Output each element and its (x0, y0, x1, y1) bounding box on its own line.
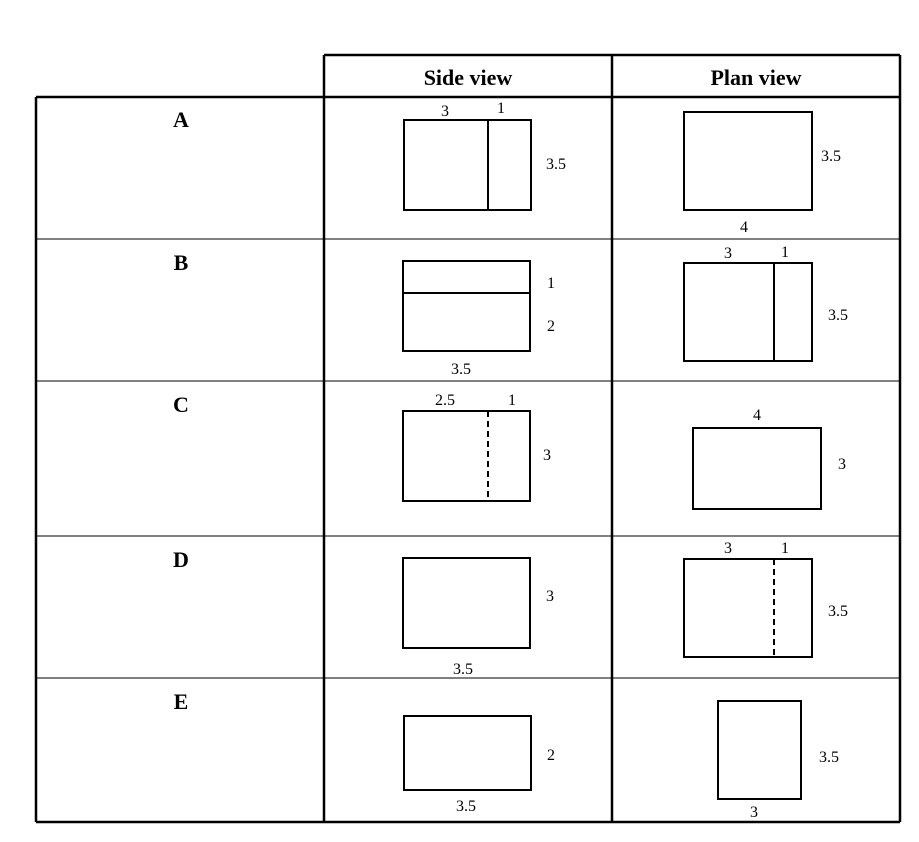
side-view-box (402, 410, 531, 502)
row-a-plan-view (683, 111, 813, 211)
plan-view-header: Plan view (710, 65, 801, 90)
row-label-b: B (174, 250, 189, 275)
side-view-box (402, 260, 531, 352)
dim-label: 2.5 (435, 392, 455, 409)
dim-label: 3 (724, 245, 732, 262)
row-label-d: D (173, 547, 189, 572)
row-b-side-view (402, 260, 531, 352)
side-view-box (403, 715, 532, 791)
row-c-side-view (402, 410, 531, 502)
row-d-plan-view (683, 558, 813, 658)
dim-label: 3.5 (828, 307, 848, 324)
plan-view-box (717, 700, 802, 800)
row-label-a: A (173, 107, 189, 132)
dim-label: 3.5 (828, 603, 848, 620)
dim-label: 3 (441, 103, 449, 120)
row-label-c: C (173, 392, 189, 417)
dim-label: 3 (724, 540, 732, 557)
dim-label: 2 (547, 318, 555, 335)
side-view-box (403, 119, 532, 211)
plan-view-box (683, 111, 813, 211)
row-a-side-view (403, 119, 532, 211)
row-e-side-view (403, 715, 532, 791)
dim-label: 3 (546, 588, 554, 605)
side-view-box (402, 557, 531, 649)
row-e-plan-view (717, 700, 802, 800)
dim-label: 1 (508, 392, 516, 409)
dim-label: 4 (740, 219, 748, 236)
side-view-header: Side view (424, 65, 513, 90)
row-d-side-view (402, 557, 531, 649)
dim-label: 4 (753, 407, 761, 424)
dim-label: 3.5 (546, 156, 566, 173)
dim-label: 2 (547, 747, 555, 764)
dim-label: 3.5 (819, 749, 839, 766)
plan-view-box (683, 262, 813, 362)
dim-label: 3.5 (456, 798, 476, 815)
dim-label: 3 (543, 447, 551, 464)
dim-label: 3 (838, 456, 846, 473)
dim-label: 1 (781, 244, 789, 261)
dim-label: 3 (750, 804, 758, 821)
dim-label: 1 (547, 275, 555, 292)
row-b-plan-view (683, 262, 813, 362)
plan-view-box (692, 427, 822, 510)
dim-label: 1 (781, 540, 789, 557)
row-label-e: E (174, 689, 189, 714)
dim-label: 1 (497, 100, 505, 117)
row-c-plan-view (692, 427, 822, 510)
dim-label: 3.5 (453, 661, 473, 678)
plan-view-box (683, 558, 813, 658)
dim-label: 3.5 (821, 148, 841, 165)
table-grid (34, 53, 902, 824)
dim-label: 3.5 (451, 361, 471, 378)
